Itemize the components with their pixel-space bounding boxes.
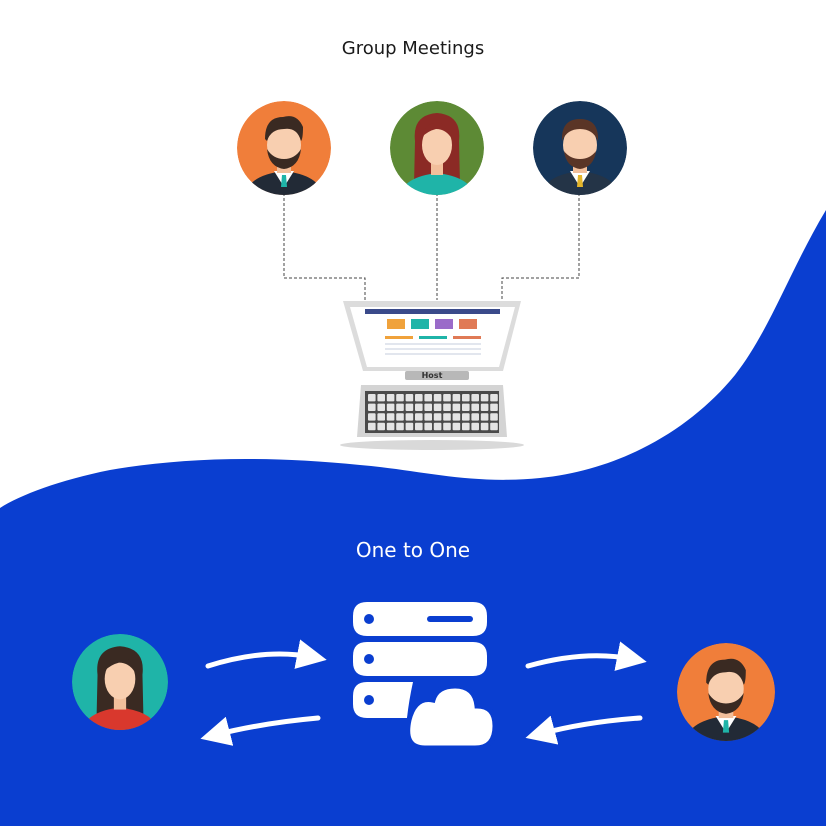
keyboard-key — [471, 422, 479, 431]
keyboard-key — [490, 413, 498, 421]
arrow-left-to-server — [205, 639, 327, 669]
server-cloud-icon — [353, 602, 497, 750]
keyboard-key — [396, 422, 404, 431]
keyboard-key — [462, 413, 470, 421]
connector-left — [283, 193, 366, 300]
keyboard-key — [415, 422, 423, 431]
arrow-server-to-left — [200, 715, 321, 746]
keyboard-key — [424, 394, 432, 402]
keyboard-key — [424, 422, 432, 431]
keyboard-key — [471, 394, 479, 402]
client-avatar-left — [72, 634, 168, 730]
arrow-right-to-server — [525, 715, 643, 745]
participant-avatar-1 — [237, 101, 331, 195]
keyboard-key — [452, 394, 461, 402]
keyboard-key — [471, 403, 479, 411]
keyboard-key — [386, 403, 395, 411]
keyboard-key — [377, 413, 385, 421]
keyboard-key — [433, 413, 442, 421]
keyboard-key — [490, 422, 498, 431]
one-to-one-title: One to One — [355, 538, 471, 562]
keyboard-key — [471, 413, 479, 421]
keyboard-key — [424, 403, 432, 411]
arrow-server-to-right — [525, 641, 647, 671]
keyboard-key — [433, 422, 442, 431]
keyboard-key — [490, 403, 498, 411]
client-avatar-right — [677, 643, 775, 741]
keyboard-key — [415, 394, 423, 402]
keyboard-key — [452, 413, 461, 421]
keyboard-key — [462, 422, 470, 431]
keyboard-key — [415, 413, 423, 421]
keyboard-key — [386, 394, 395, 402]
keyboard-key — [462, 403, 470, 411]
participant-avatar-2 — [390, 101, 484, 195]
keyboard-key — [396, 394, 404, 402]
blue-wave — [0, 210, 826, 826]
keyboard-key — [452, 422, 461, 431]
keyboard-key — [368, 403, 376, 411]
keyboard-key — [480, 422, 489, 431]
keyboard-key — [368, 422, 376, 431]
keyboard-key — [368, 413, 376, 421]
keyboard-key — [386, 422, 395, 431]
keyboard-key — [405, 403, 414, 411]
host-laptop: Host — [340, 301, 524, 450]
keyboard-key — [415, 403, 423, 411]
keyboard-key — [443, 394, 451, 402]
keyboard-key — [480, 403, 489, 411]
host-label: Host — [422, 371, 443, 380]
keyboard-key — [386, 413, 395, 421]
keyboard-key — [368, 394, 376, 402]
keyboard-key — [377, 403, 385, 411]
connector-right — [501, 193, 580, 300]
keyboard-key — [490, 394, 498, 402]
keyboard-key — [433, 394, 442, 402]
keyboard-key — [443, 422, 451, 431]
keyboard-key — [480, 394, 489, 402]
group-meetings-title: Group Meetings — [341, 38, 485, 59]
keyboard-key — [443, 403, 451, 411]
keyboard-keys — [368, 394, 498, 431]
keyboard-key — [396, 403, 404, 411]
keyboard-key — [433, 403, 442, 411]
keyboard-key — [443, 413, 451, 421]
keyboard-key — [405, 422, 414, 431]
keyboard-key — [452, 403, 461, 411]
keyboard-key — [480, 413, 489, 421]
participant-avatar-3 — [533, 101, 627, 195]
keyboard-key — [462, 394, 470, 402]
keyboard-key — [424, 413, 432, 421]
keyboard-key — [377, 394, 385, 402]
keyboard-key — [405, 413, 414, 421]
keyboard-key — [396, 413, 404, 421]
keyboard-key — [377, 422, 385, 431]
keyboard-key — [405, 394, 414, 402]
